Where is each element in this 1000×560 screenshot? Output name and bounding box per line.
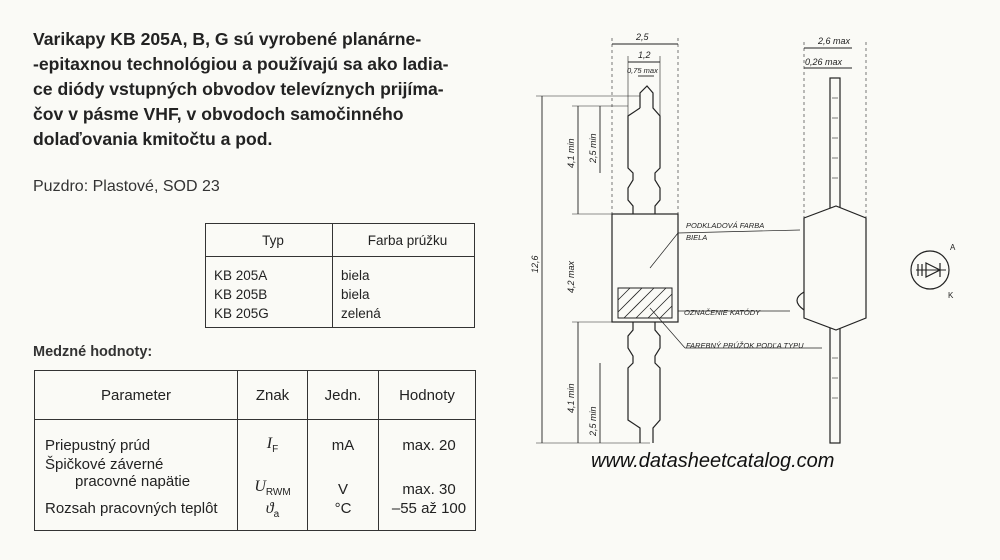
anode-label: A [950, 243, 956, 252]
unit-cell: V [307, 456, 379, 500]
column-header: Jedn. [307, 370, 379, 420]
value-cell: max. 20 [378, 419, 476, 456]
diode-body [611, 213, 679, 323]
table-header-row: Parameter Znak Jedn. Hodnoty [34, 370, 476, 420]
symbol-cell: URWM [237, 456, 308, 500]
type-cell: KB 205B [205, 285, 333, 304]
value-cell: max. 30 [378, 456, 476, 500]
dim-side-width: 2,6 max [817, 36, 851, 46]
dim-lead-top-inner: 2,5 min [588, 133, 598, 164]
watermark[interactable]: www.datasheetcatalog.com [591, 450, 835, 472]
color-cell: biela [332, 256, 475, 285]
symbol: ϑa [265, 500, 280, 521]
symbol-subscript: a [273, 509, 280, 521]
value-cell: –55 až 100 [378, 500, 476, 531]
param-name: Priepustný prúd [45, 436, 151, 454]
column-header: Znak [237, 370, 308, 420]
column-header: Typ [205, 223, 333, 257]
intro-line: -epitaxnou technológiou a používajú sa a… [33, 54, 449, 74]
symbol-main: I [266, 434, 273, 452]
intro-line: Varikapy KB 205A, B, G sú vyrobené planá… [33, 29, 422, 49]
table-row: KB 205A biela [205, 256, 475, 285]
dim-body-length: 4,2 max [566, 260, 576, 293]
front-view-labels: 2,5 1,2 0,75 max 12,6 4,1 min 2,5 min 4,… [530, 32, 658, 437]
symbol-subscript: F [272, 444, 279, 456]
table-header-row: Typ Farba prúžku [205, 223, 475, 257]
color-cell: biela [332, 285, 475, 304]
symbol-cell: ϑa [237, 500, 308, 531]
intro-line: dolaďovania kmitočtu a pod. [33, 129, 273, 149]
dim-lead-bottom-min: 4,1 min [566, 383, 576, 413]
type-stripe [617, 287, 673, 319]
symbol: URWM [254, 477, 291, 498]
param-name-continued: pracovné napätie [75, 473, 191, 490]
types-table: Typ Farba prúžku KB 205A biela KB 205B b… [205, 223, 475, 328]
package-info: Puzdro: Plastové, SOD 23 [33, 178, 220, 195]
callout-labels: PODKLADOVÁ FARBA BIELA OZNAČENIE KATÓDY … [684, 36, 851, 350]
symbol: IF [266, 434, 279, 456]
symbol-cell: IF [237, 419, 308, 456]
dim-lead-bottom-inner: 2,5 min [588, 406, 598, 437]
param-name: Rozsah pracovných teplôt [45, 500, 218, 517]
param-name: Špičkové záverné [45, 456, 164, 473]
dim-total-width: 2,5 [635, 32, 650, 42]
symbol-main: U [254, 477, 266, 495]
unit-cell: °C [307, 500, 379, 531]
intro-line: čov v pásme VHF, v obvodoch samočinného [33, 104, 404, 124]
table-row: Rozsah pracovných teplôt ϑa °C –55 až 10… [34, 500, 476, 531]
dim-lead-top-min: 4,1 min [566, 138, 576, 168]
stripe-hatching [617, 287, 673, 319]
symbol-main: ϑ [265, 500, 274, 517]
varicap-symbol-icon [910, 250, 950, 290]
callout-base-color-value: BIELA [686, 233, 707, 242]
color-cell: zelená [332, 304, 475, 328]
symbol-subscript: RWM [265, 487, 291, 498]
table-row: KB 205B biela [205, 285, 475, 304]
callout-cathode: OZNAČENIE KATÓDY [684, 308, 761, 317]
table-row: Špičkové záverné pracovné napätie URWM V… [34, 456, 476, 500]
param-cell: Špičkové záverné pracovné napätie [34, 456, 238, 500]
param-cell: Priepustný prúd [34, 419, 238, 456]
limits-heading: Medzné hodnoty: [33, 344, 153, 360]
param-cell: Rozsah pracovných teplôt [34, 500, 238, 531]
table-row: KB 205G zelená [205, 304, 475, 328]
dim-lead-width: 1,2 [638, 50, 651, 60]
column-header: Hodnoty [378, 370, 476, 420]
dim-lead-tip: 0,75 max [627, 66, 658, 75]
dim-side-lead: 0,26 max [805, 57, 843, 67]
intro-line: ce diódy vstupných obvodov televíznych p… [33, 79, 444, 99]
type-cell: KB 205A [205, 256, 333, 285]
side-view [649, 42, 867, 444]
unit-cell: mA [307, 419, 379, 456]
side-lead-hatching [832, 97, 838, 399]
column-header: Farba prúžku [332, 223, 475, 257]
callout-base-color: PODKLADOVÁ FARBA [686, 221, 764, 230]
cathode-mark-bump [796, 291, 805, 311]
limits-table: Parameter Znak Jedn. Hodnoty Priepustný … [34, 370, 476, 531]
callout-type-stripe: FAREBNÝ PRÚŽOK PODĽA TYPU [686, 341, 804, 350]
type-cell: KB 205G [205, 304, 333, 328]
front-view [536, 38, 679, 444]
intro-paragraph: Varikapy KB 205A, B, G sú vyrobené planá… [33, 27, 488, 152]
dim-total-length: 12,6 [530, 255, 540, 273]
table-row: Priepustný prúd IF mA max. 20 [34, 419, 476, 456]
package-drawing: 2,5 1,2 0,75 max 12,6 4,1 min 2,5 min 4,… [530, 32, 956, 444]
bottom-lead-outline [627, 322, 661, 443]
cathode-label: K [948, 291, 954, 300]
top-lead-outline [627, 85, 661, 214]
column-header: Parameter [34, 370, 238, 420]
side-body [803, 205, 867, 331]
